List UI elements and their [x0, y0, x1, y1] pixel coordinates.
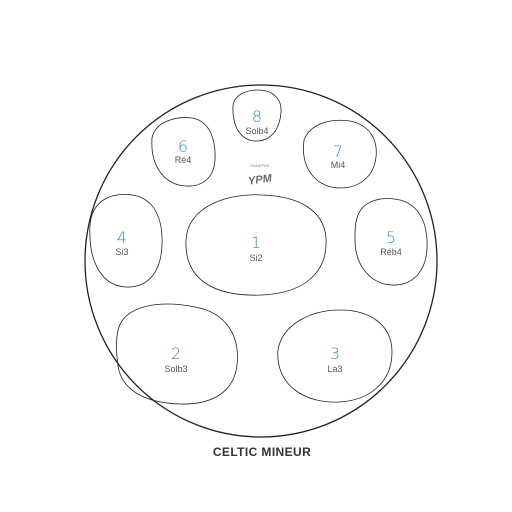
note-number-8: 8	[252, 107, 262, 126]
note-number-7: 7	[333, 142, 343, 161]
brand-name: HANDPAN	[251, 164, 270, 168]
note-field-8[interactable]: 8 Solb4	[232, 89, 282, 142]
note-shape-2	[116, 303, 238, 405]
brand-logo: HANDPAN YPM	[247, 164, 273, 188]
note-field-3[interactable]: 3 La3	[277, 309, 393, 403]
brand-logo-text: YPM	[247, 172, 273, 187]
note-shape-6	[151, 117, 216, 187]
drum-outline	[84, 84, 438, 438]
note-shape-1	[185, 194, 327, 296]
note-name-5: Réb4	[380, 247, 402, 257]
note-field-1[interactable]: 1 Si2	[185, 194, 327, 296]
note-field-5[interactable]: 5 Réb4	[354, 198, 428, 286]
note-name-2: Solb3	[164, 364, 187, 374]
note-name-3: La3	[327, 364, 342, 374]
note-number-2: 2	[171, 344, 181, 363]
note-field-2[interactable]: 2 Solb3	[116, 303, 238, 405]
note-number-6: 6	[178, 137, 188, 156]
note-shape-4	[89, 194, 163, 288]
note-shape-7	[303, 119, 377, 189]
note-number-5: 5	[386, 228, 396, 247]
note-name-4: Si3	[115, 247, 128, 257]
note-field-7[interactable]: 7 Mi4	[303, 119, 377, 189]
note-number-4: 4	[117, 228, 127, 247]
note-shape-3	[277, 309, 393, 403]
scale-title: CELTIC MINEUR	[213, 445, 311, 459]
note-field-6[interactable]: 6 Ré4	[151, 117, 216, 187]
note-name-1: Si2	[249, 253, 262, 263]
note-number-1: 1	[251, 233, 261, 252]
note-shape-5	[354, 198, 428, 286]
note-name-8: Solb4	[245, 126, 268, 136]
note-number-3: 3	[330, 344, 340, 363]
note-name-7: Mi4	[331, 160, 346, 170]
note-field-4[interactable]: 4 Si3	[89, 194, 163, 288]
note-shape-8	[232, 89, 282, 142]
note-name-6: Ré4	[175, 155, 192, 165]
